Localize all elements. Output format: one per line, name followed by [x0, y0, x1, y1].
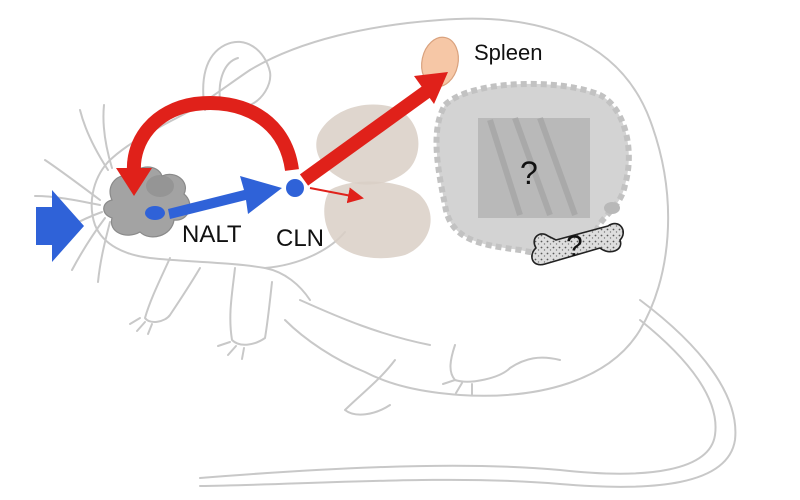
- spleen-label: Spleen: [474, 40, 543, 65]
- nalt-tissue: [103, 166, 191, 238]
- blue-arrow-nalt-to-cln: [168, 176, 282, 219]
- blue-entry-arrow: [36, 190, 84, 262]
- bone-icon: [531, 222, 624, 266]
- intestine-question-label: ?: [520, 155, 538, 191]
- bone-question-label: ?: [566, 230, 583, 263]
- red-arrow-cln-to-lung: [309, 187, 364, 204]
- nalt-label: NALT: [182, 221, 242, 248]
- red-arrow-cln-to-nalt: [116, 96, 299, 196]
- red-arrow-cln-to-spleen: [299, 72, 448, 186]
- cln-node: [286, 179, 304, 197]
- intestine: [433, 80, 632, 258]
- cln-label: CLN: [276, 225, 324, 252]
